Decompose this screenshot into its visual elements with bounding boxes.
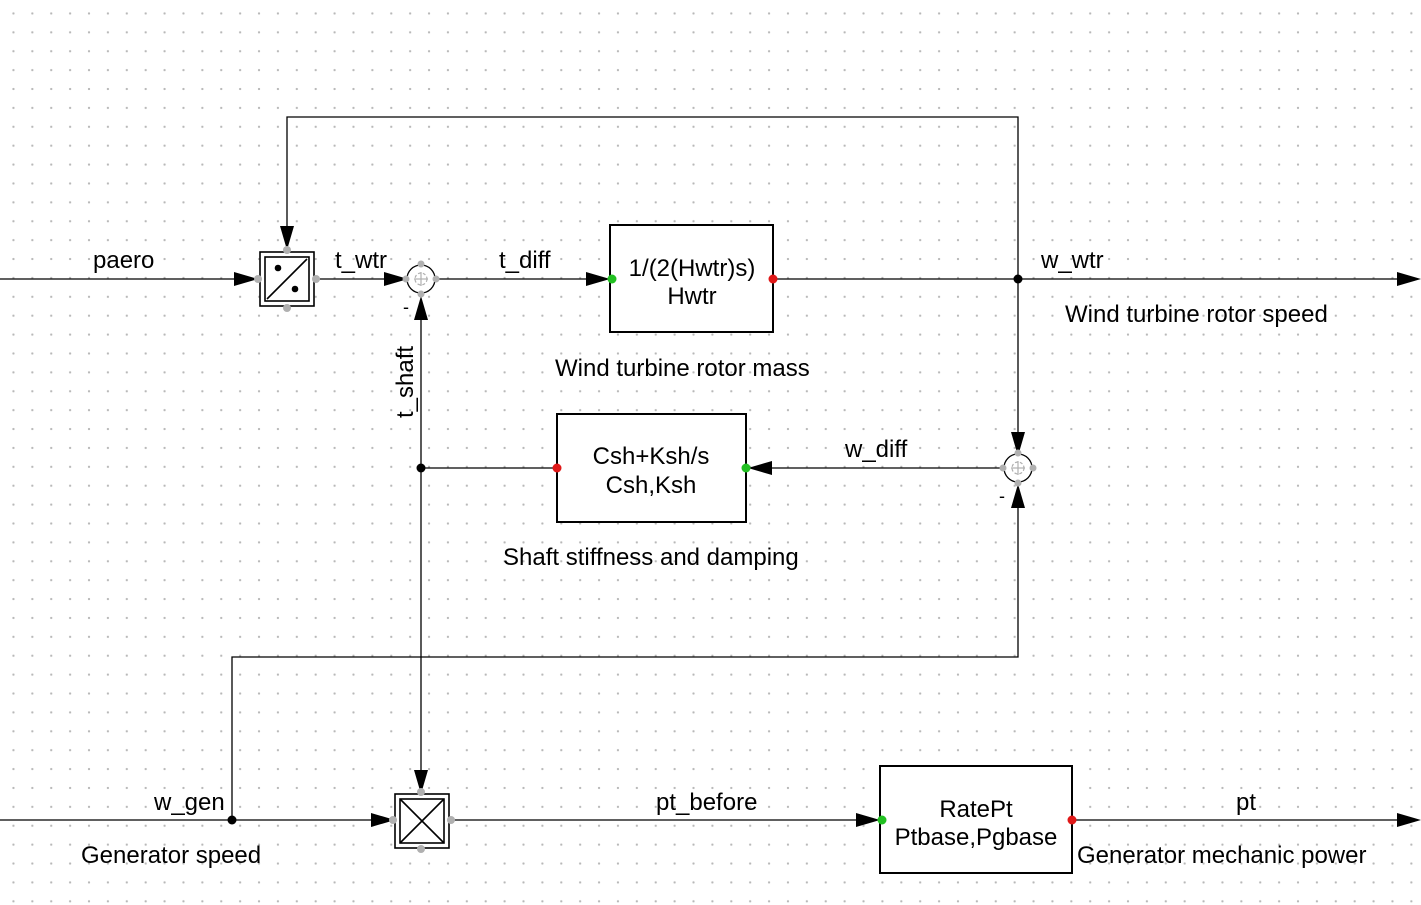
arrowhead-w-gen <box>371 813 395 827</box>
arrowhead-pt-before <box>856 813 880 827</box>
divider-slash-icon <box>266 258 308 300</box>
rotor-mass-transfer-function: 1/(2(Hwtr)s) <box>629 255 756 282</box>
sum2-minus-sign: - <box>999 486 1005 506</box>
multiplier-port[interactable] <box>417 845 425 853</box>
junction-w-wtr <box>1013 274 1023 284</box>
signal-label-t-shaft: t_shaft <box>392 346 419 418</box>
divider-port[interactable] <box>283 246 291 254</box>
multiply-cross-icon <box>399 798 445 844</box>
wire-w-gen-feedback[interactable] <box>231 498 1019 820</box>
junction-t-shaft <box>416 463 426 473</box>
multiplier-block[interactable] <box>389 788 455 853</box>
sum-junction-1[interactable]: - <box>402 260 440 318</box>
multiplier-port[interactable] <box>447 816 455 824</box>
rotor-mass-block[interactable]: 1/(2(Hwtr)s) Hwtr <box>607 224 778 333</box>
caption-rotor-mass: Wind turbine rotor mass <box>555 355 810 382</box>
divider-port[interactable] <box>283 304 291 312</box>
caption-rotor-speed: Wind turbine rotor speed <box>1065 301 1328 328</box>
shaft-block[interactable]: Csh+Ksh/s Csh,Ksh <box>552 413 751 523</box>
arrowhead-paero <box>234 272 258 286</box>
sum2-port[interactable] <box>1029 464 1037 472</box>
sum1-minus-sign: - <box>403 297 409 317</box>
arrowhead-t-wtr <box>384 272 408 286</box>
arrowhead-top-feedback <box>280 226 294 250</box>
sum1-port[interactable] <box>432 275 440 283</box>
shaft-output-port[interactable] <box>552 463 562 473</box>
arrowhead-sum1-bottom <box>414 296 428 320</box>
divider-dot-icon <box>274 264 282 272</box>
caption-generator-power: Generator mechanic power <box>1077 842 1366 869</box>
rotor-mass-input-port[interactable] <box>607 274 617 284</box>
arrowhead-sum2-top <box>1011 432 1025 456</box>
signal-label-w-gen: w_gen <box>153 789 225 816</box>
signal-label-w-diff: w_diff <box>844 436 908 463</box>
shaft-transfer-function: Csh+Ksh/s <box>593 443 710 470</box>
signal-label-t-diff: t_diff <box>499 247 551 274</box>
wires <box>0 116 1400 821</box>
divider-port[interactable] <box>254 275 262 283</box>
captions: Wind turbine rotor mass Wind turbine rot… <box>81 301 1366 869</box>
signal-label-t-wtr: t_wtr <box>335 247 387 274</box>
caption-generator-speed: Generator speed <box>81 842 261 869</box>
rate-input-port[interactable] <box>877 815 887 825</box>
signal-label-paero: paero <box>93 247 154 274</box>
sum2-port[interactable] <box>1014 479 1022 487</box>
junction-w-gen <box>227 815 237 825</box>
rotor-mass-parameter: Hwtr <box>667 283 716 310</box>
arrowhead-mult-top <box>414 770 428 794</box>
shaft-parameters: Csh,Ksh <box>606 472 697 499</box>
arrowhead-w-diff <box>748 461 772 475</box>
divider-block[interactable] <box>254 246 320 312</box>
rate-block-parameters: Ptbase,Pgbase <box>895 824 1058 851</box>
rotor-mass-output-port[interactable] <box>768 274 778 284</box>
arrowhead-t-diff <box>586 272 610 286</box>
signal-labels: paero t_wtr t_diff w_wtr t_shaft w_diff … <box>93 247 1256 816</box>
signal-label-w-wtr: w_wtr <box>1040 247 1104 274</box>
arrowhead-w-wtr-out <box>1397 272 1421 286</box>
caption-shaft: Shaft stiffness and damping <box>503 544 799 571</box>
sum1-port[interactable] <box>402 275 410 283</box>
rate-block-name: RatePt <box>939 796 1013 823</box>
junctions <box>227 274 1023 825</box>
shaft-input-port[interactable] <box>741 463 751 473</box>
signal-label-pt: pt <box>1236 789 1256 816</box>
sum1-port[interactable] <box>417 260 425 268</box>
arrowhead-pt-out <box>1397 813 1421 827</box>
sum2-port[interactable] <box>1014 449 1022 457</box>
rate-output-port[interactable] <box>1067 815 1077 825</box>
divider-dot-icon <box>291 285 299 293</box>
sum-junction-2[interactable]: - <box>999 449 1037 507</box>
arrowhead-sum2-bottom <box>1011 484 1025 508</box>
arrowheads <box>234 226 1421 827</box>
sum2-port[interactable] <box>999 464 1007 472</box>
rate-block[interactable]: RatePt Ptbase,Pgbase <box>877 765 1077 874</box>
multiplier-port[interactable] <box>389 816 397 824</box>
wire-top-feedback[interactable] <box>286 116 1019 279</box>
divider-port[interactable] <box>312 275 320 283</box>
sum1-port[interactable] <box>417 290 425 298</box>
multiplier-port[interactable] <box>417 788 425 796</box>
signal-label-pt-before: pt_before <box>656 789 757 816</box>
